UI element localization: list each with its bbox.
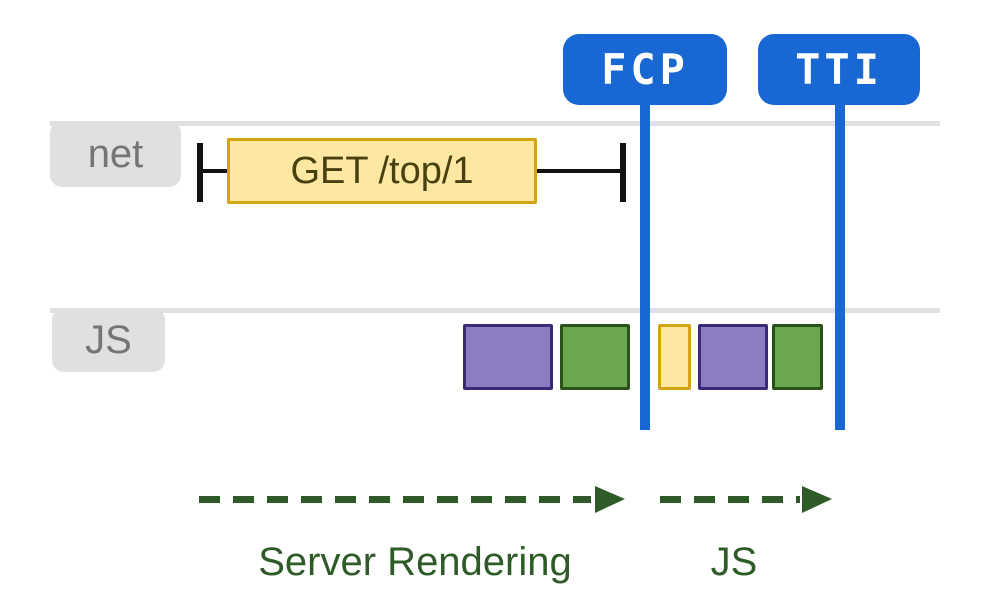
js-lane-line [50, 308, 940, 313]
js-task-block-purple-1 [463, 324, 553, 390]
tti-marker-line [835, 105, 845, 430]
js-phase-arrowhead-icon [802, 486, 832, 513]
net-lane-label: net [50, 121, 181, 187]
tti-badge: TTI [758, 34, 920, 105]
server-rendering-arrow [199, 496, 591, 503]
fcp-badge: FCP [563, 34, 727, 105]
fcp-marker-line [640, 105, 650, 430]
request-connector-right [537, 169, 620, 173]
js-task-block-green-2 [772, 324, 823, 390]
net-lane-label-text: net [87, 131, 144, 176]
tti-badge-label: TTI [795, 45, 883, 94]
js-lane-label: JS [52, 308, 165, 372]
request-connector-left [203, 169, 227, 173]
js-phase-label: JS [710, 540, 758, 584]
server-rendering-arrowhead-icon [595, 486, 625, 513]
js-task-block-green-1 [560, 324, 630, 390]
js-phase-arrow [660, 496, 800, 503]
network-request-box: GET /top/1 [227, 138, 537, 204]
js-task-block-yellow-1 [658, 324, 691, 390]
js-lane-label-text: JS [85, 317, 132, 362]
server-rendering-phase-label: Server Rendering [258, 540, 572, 584]
network-request-label: GET /top/1 [290, 149, 474, 192]
js-task-block-purple-2 [698, 324, 768, 390]
request-start-tick [197, 143, 203, 202]
fcp-badge-label: FCP [601, 45, 689, 94]
net-lane-line [50, 121, 940, 126]
request-end-tick [620, 143, 626, 202]
